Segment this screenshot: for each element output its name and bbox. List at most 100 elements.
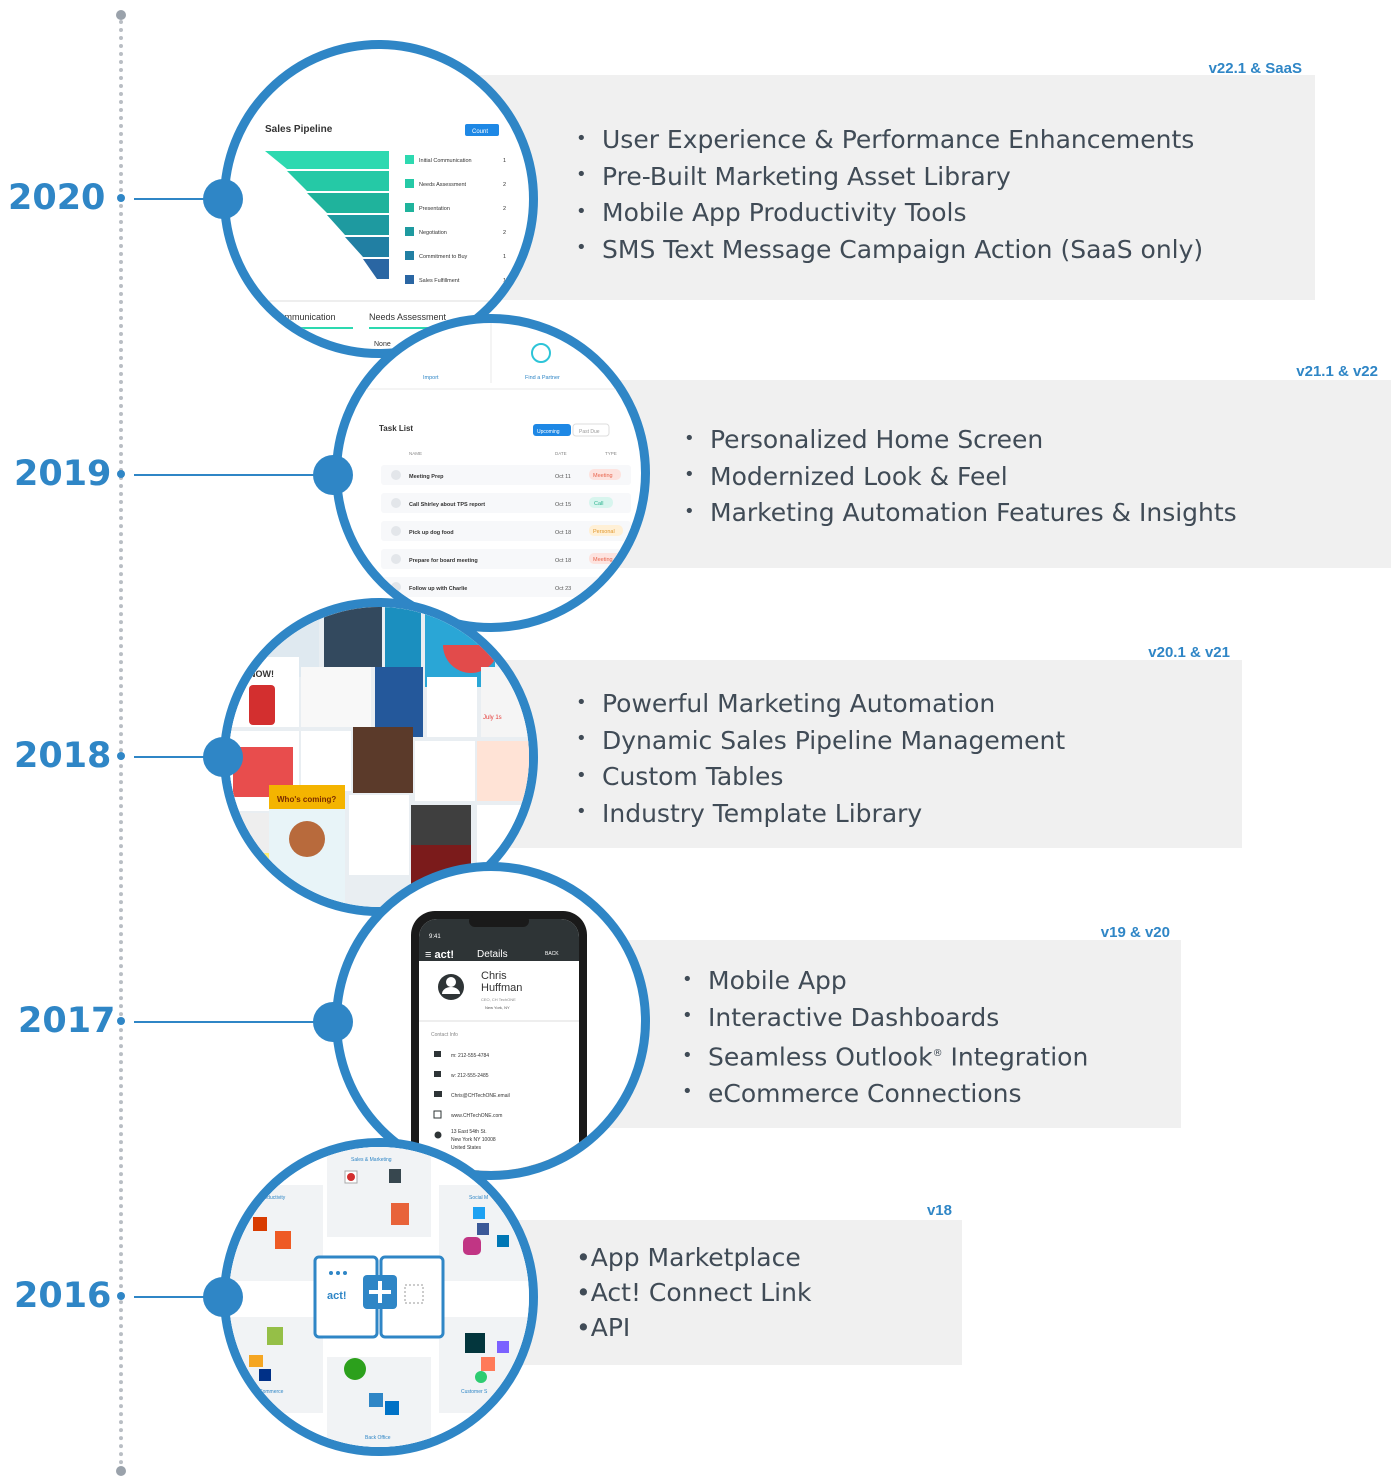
svg-text:m: 212-555-4784: m: 212-555-4784: [451, 1053, 489, 1059]
svg-text:Chris@CHTechONE.email: Chris@CHTechONE.email: [451, 1093, 510, 1099]
feature-panel: [475, 75, 1315, 300]
svg-text:Initial Communication: Initial Communication: [419, 158, 472, 164]
svg-text:New York, NY: New York, NY: [485, 1005, 510, 1010]
svg-text:Huffman: Huffman: [481, 982, 522, 994]
svg-text:act!: act!: [327, 1290, 347, 1302]
feature-list: •Mobile App •Interactive Dashboards •Sea…: [682, 963, 1088, 1112]
year-dot: [117, 1017, 125, 1025]
feature-item: •Mobile App Productivity Tools: [576, 198, 967, 227]
svg-text:Details: Details: [477, 949, 508, 960]
svg-text:Oct 18: Oct 18: [555, 558, 571, 564]
svg-text:July 1s: July 1s: [483, 715, 502, 721]
feature-item: •App Marketplace: [576, 1243, 801, 1272]
version-label: v21.1 & v22: [1296, 363, 1378, 380]
svg-text:2: 2: [503, 206, 506, 212]
svg-text:w: 212-555-2485: w: 212-555-2485: [451, 1073, 489, 1079]
feature-item: •Personalized Home Screen: [684, 425, 1044, 454]
app-ecosystem-illustration: Sales & Marketing ss Productivity Social…: [229, 1147, 529, 1447]
connector-line: [134, 198, 224, 200]
feature-item: •SMS Text Message Campaign Action (SaaS …: [576, 234, 1204, 264]
timeline-spine: [119, 12, 123, 1474]
svg-text:Who's coming?: Who's coming?: [277, 795, 336, 804]
svg-text:Meeting Prep: Meeting Prep: [409, 474, 444, 480]
connector-line: [134, 756, 224, 758]
timeline-knob: [313, 1002, 353, 1042]
mobile-app-illustration: 9:41 ≡ act! Details BACK Chris Huffman C…: [411, 911, 587, 1171]
feature-list: •Powerful Marketing Automation •Dynamic …: [576, 686, 1065, 832]
feature-panel: [596, 940, 1181, 1128]
template-collage-illustration: CAN OU NOW! Who's coming? $50 Gift Card!: [229, 607, 529, 907]
svg-text:BACK: BACK: [545, 951, 559, 957]
feature-item: •User Experience & Performance Enhanceme…: [576, 125, 1195, 154]
sales-pipeline-illustration: Sales Pipeline Count Initial Communicati…: [259, 124, 519, 348]
svg-text:1: 1: [503, 278, 506, 284]
svg-text:Upcoming: Upcoming: [537, 429, 560, 435]
task-list-illustration: Import Find a Partner Task List Upcoming…: [341, 323, 641, 597]
feature-item: •Seamless Outlook® Integration: [682, 1042, 1089, 1072]
timeline-knob: [203, 179, 243, 219]
feature-list: •App Marketplace •Act! Connect Link •API: [576, 1240, 811, 1345]
feature-list: •User Experience & Performance Enhanceme…: [576, 122, 1203, 268]
svg-text:Chris: Chris: [481, 970, 507, 982]
svg-text:Import: Import: [423, 375, 439, 381]
screenshot-sales-pipeline: Sales Pipeline Count Initial Communicati…: [220, 40, 538, 358]
svg-text:Sales & Marketing: Sales & Marketing: [351, 1157, 392, 1163]
feature-item: •eCommerce Connections: [682, 1078, 1022, 1108]
timeline-knob: [203, 737, 243, 777]
svg-text:Commitment to Buy: Commitment to Buy: [419, 254, 468, 260]
feature-item: •Modernized Look & Feel: [684, 461, 1008, 491]
svg-text:Oct 15: Oct 15: [555, 502, 571, 508]
year-dot: [117, 1292, 125, 1300]
svg-text:CAN: CAN: [239, 659, 259, 669]
svg-text:OU NOW!: OU NOW!: [233, 669, 274, 679]
svg-text:Customer S: Customer S: [461, 1389, 488, 1395]
svg-text:Prepare for board meeting: Prepare for board meeting: [409, 558, 478, 564]
connector-line: [134, 1021, 334, 1023]
year-label: 2019: [14, 454, 112, 494]
feature-list: •Personalized Home Screen •Modernized Lo…: [684, 422, 1237, 532]
feature-item: •Pre-Built Marketing Asset Library: [576, 161, 1011, 191]
svg-text:$50: $50: [237, 866, 251, 875]
feature-panel: [475, 1220, 962, 1365]
svg-text:NAME: NAME: [409, 451, 422, 456]
year-dot: [117, 470, 125, 478]
svg-text:Meeting: Meeting: [593, 557, 613, 563]
feature-item: •Powerful Marketing Automation: [576, 689, 996, 718]
version-label: v18: [926, 1202, 952, 1219]
feature-item: •Mobile App: [682, 966, 847, 995]
svg-text:Pick up dog food: Pick up dog food: [409, 530, 454, 536]
year-label: 2020: [8, 178, 106, 218]
timeline-start-dot: [116, 10, 126, 20]
svg-text:ss Productivity: ss Productivity: [253, 1195, 286, 1201]
svg-text:Communication: Communication: [273, 312, 336, 322]
svg-text:9:41: 9:41: [429, 934, 441, 940]
svg-text:≡ act!: ≡ act!: [425, 949, 454, 961]
svg-text:Commerce: Commerce: [259, 1389, 284, 1395]
svg-text:2: 2: [503, 230, 506, 236]
svg-text:Oct 23: Oct 23: [555, 586, 571, 592]
svg-text:TYPE: TYPE: [605, 451, 617, 456]
svg-text:1: 1: [503, 158, 506, 164]
feature-item: •Interactive Dashboards: [682, 1002, 1000, 1032]
svg-text:Call Shirley about TPS report: Call Shirley about TPS report: [409, 502, 485, 508]
version-label: v20.1 & v21: [1148, 644, 1230, 661]
svg-text:Find a Partner: Find a Partner: [525, 375, 560, 381]
svg-text:Sales Fulfillment: Sales Fulfillment: [419, 278, 460, 284]
feature-item: •API: [576, 1313, 631, 1342]
feature-item: •Dynamic Sales Pipeline Management: [576, 725, 1066, 755]
year-dot: [117, 194, 125, 202]
svg-text:DATE: DATE: [555, 451, 567, 456]
svg-text:13 East 54th St.: 13 East 54th St.: [451, 1129, 487, 1135]
feature-panel: [475, 660, 1242, 848]
pipeline-title: Sales Pipeline: [265, 124, 333, 135]
timeline-end-dot: [116, 1466, 126, 1476]
year-label: 2018: [14, 736, 112, 776]
feature-item: •Marketing Automation Features & Insight…: [684, 498, 1237, 527]
screenshot-mobile-app: 9:41 ≡ act! Details BACK Chris Huffman C…: [332, 862, 650, 1180]
year-label: 2017: [18, 1001, 116, 1041]
version-label: v22.1 & SaaS: [1208, 60, 1302, 77]
screenshot-task-list: Import Find a Partner Task List Upcoming…: [332, 314, 650, 632]
feature-panel: [595, 380, 1391, 568]
svg-text:None: None: [374, 341, 391, 348]
svg-text:Contact Info: Contact Info: [431, 1032, 458, 1038]
